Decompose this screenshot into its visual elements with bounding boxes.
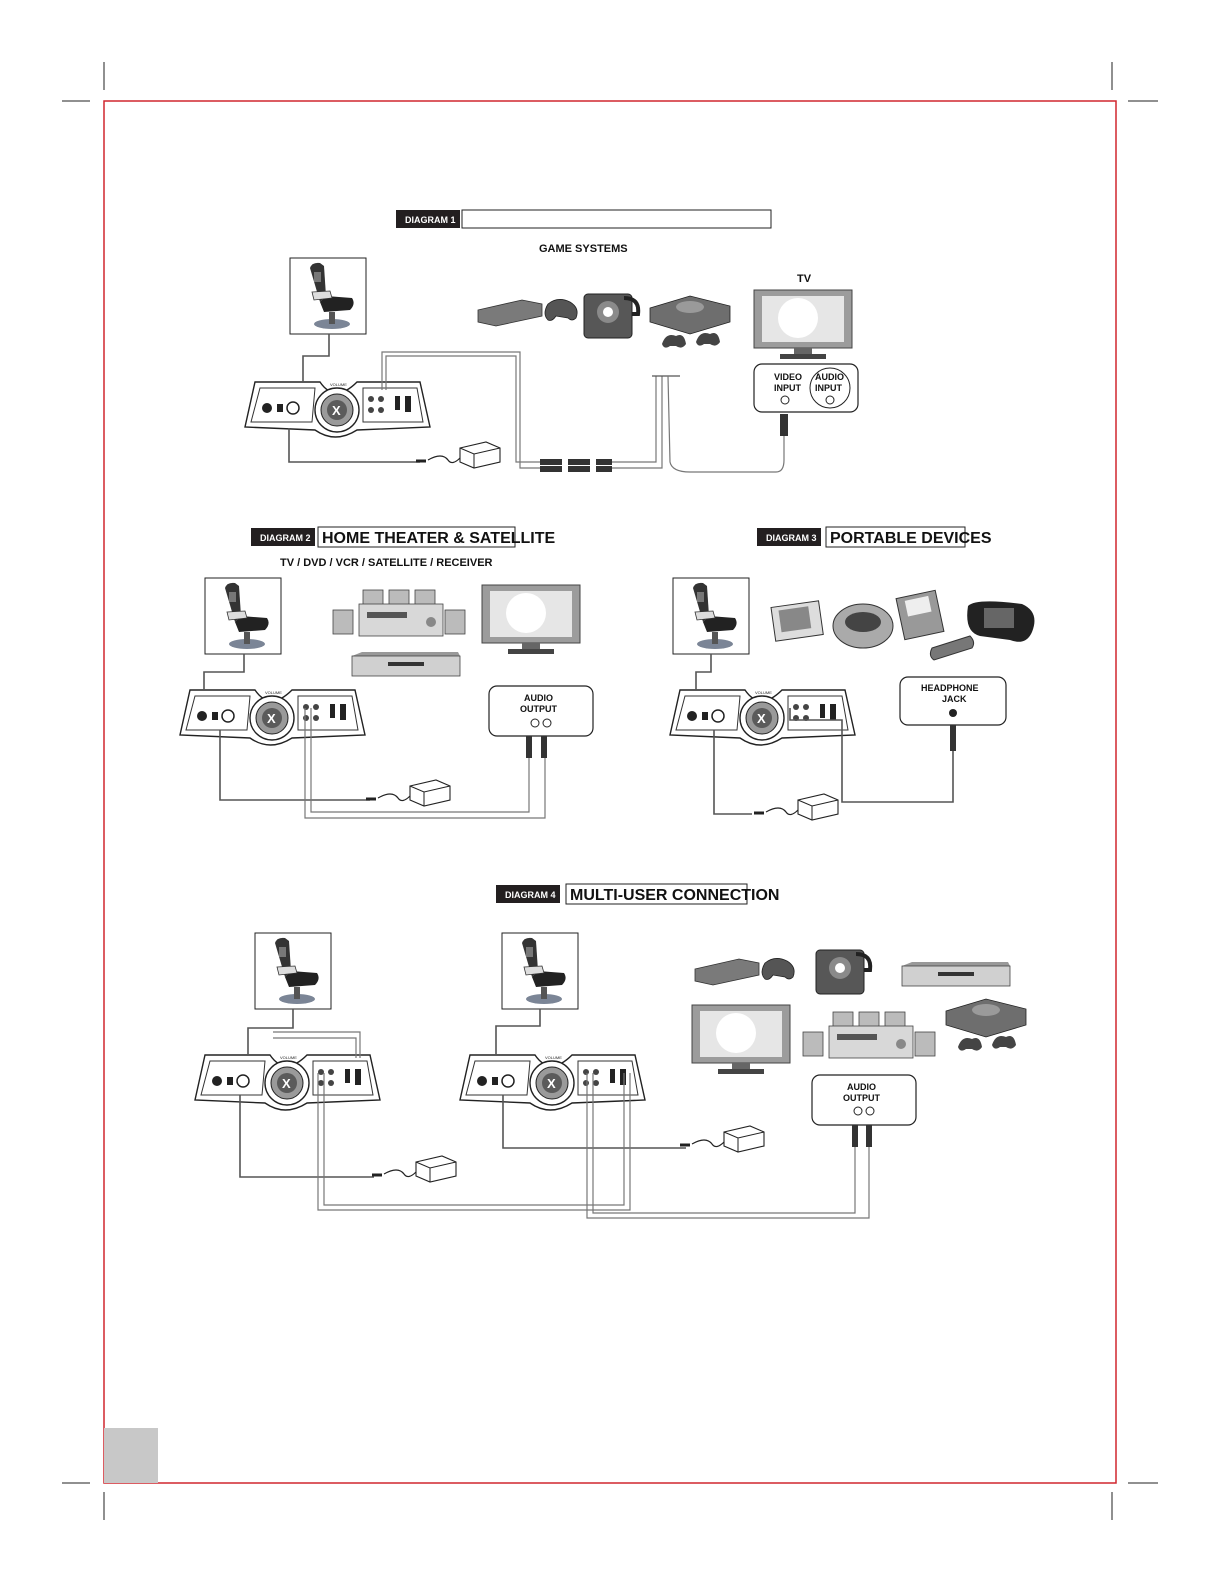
video-input-line2: INPUT [774, 383, 802, 393]
control-panel-icon [180, 690, 365, 745]
power-adapter-icon [754, 794, 838, 820]
game-console-icon [584, 294, 638, 338]
rca-plugs [540, 459, 612, 472]
game-console-icon [695, 958, 794, 985]
game-systems-label: GAME SYSTEMS [539, 243, 628, 255]
game-console-icon [816, 950, 870, 994]
headphone-jack-line2: JACK [942, 694, 967, 704]
dvd-player-icon [902, 962, 1010, 986]
audio-output-4-line1: AUDIO [847, 1082, 876, 1092]
portable-device-icon [771, 590, 1034, 660]
headphone-jack-line1: HEADPHONE [921, 683, 979, 693]
diagram-2-subtitle: TV / DVD / VCR / SATELLITE / RECEIVER [280, 557, 493, 569]
diagram-3: DIAGRAM 3 PORTABLE DEVICES HEADPHONE JAC… [670, 527, 1034, 820]
dvd-player-icon [352, 652, 460, 676]
audio-input-line2: INPUT [815, 383, 843, 393]
power-adapter-icon [416, 442, 500, 468]
diagram-4: DIAGRAM 4 MULTI-USER CONNECTION AUDIO OU… [195, 884, 1026, 1218]
audio-output-line1: AUDIO [524, 693, 553, 703]
chair-icon [290, 258, 366, 334]
diagram-4-title: MULTI-USER CONNECTION [570, 887, 779, 904]
game-console-icon [478, 299, 577, 326]
game-console-icon [650, 296, 730, 348]
receiver-icon [803, 1012, 935, 1058]
tv-icon [482, 585, 580, 654]
tv-label: TV [797, 273, 812, 285]
control-panel-icon [245, 382, 430, 437]
diagram-1: DIAGRAM 1 GAME SYSTEMS TV VIDEO INPUT AU… [245, 210, 858, 472]
control-panel-icon [195, 1055, 380, 1110]
receiver-icon [333, 590, 465, 636]
chair-icon [255, 933, 331, 1009]
power-adapter-icon [366, 780, 450, 806]
diagram-2: DIAGRAM 2 HOME THEATER & SATELLITE TV / … [180, 527, 593, 818]
video-input-line1: VIDEO [774, 372, 802, 382]
chair-icon [502, 933, 578, 1009]
chair-icon [205, 578, 281, 654]
chair-icon [673, 578, 749, 654]
diagram-1-title-box [462, 210, 771, 228]
crop-marks [62, 62, 1158, 1520]
audio-output-4-line2: OUTPUT [843, 1093, 881, 1103]
diagram-1-tag-label: DIAGRAM 1 [405, 215, 456, 225]
diagram-3-title: PORTABLE DEVICES [830, 530, 992, 547]
tv-icon [754, 290, 852, 359]
power-adapter-icon [372, 1156, 456, 1182]
diagram-2-title: HOME THEATER & SATELLITE [322, 530, 556, 547]
game-console-icon [946, 999, 1026, 1051]
audio-input-line1: AUDIO [815, 372, 844, 382]
diagram-4-tag-label: DIAGRAM 4 [505, 890, 556, 900]
tv-icon [692, 1005, 790, 1074]
audio-output-line2: OUTPUT [520, 704, 558, 714]
control-panel-icon [460, 1055, 645, 1110]
control-panel-icon [670, 690, 855, 745]
page-tab [104, 1428, 158, 1483]
diagram-2-tag-label: DIAGRAM 2 [260, 533, 311, 543]
diagram-3-tag-label: DIAGRAM 3 [766, 533, 817, 543]
power-adapter-icon [680, 1126, 764, 1152]
